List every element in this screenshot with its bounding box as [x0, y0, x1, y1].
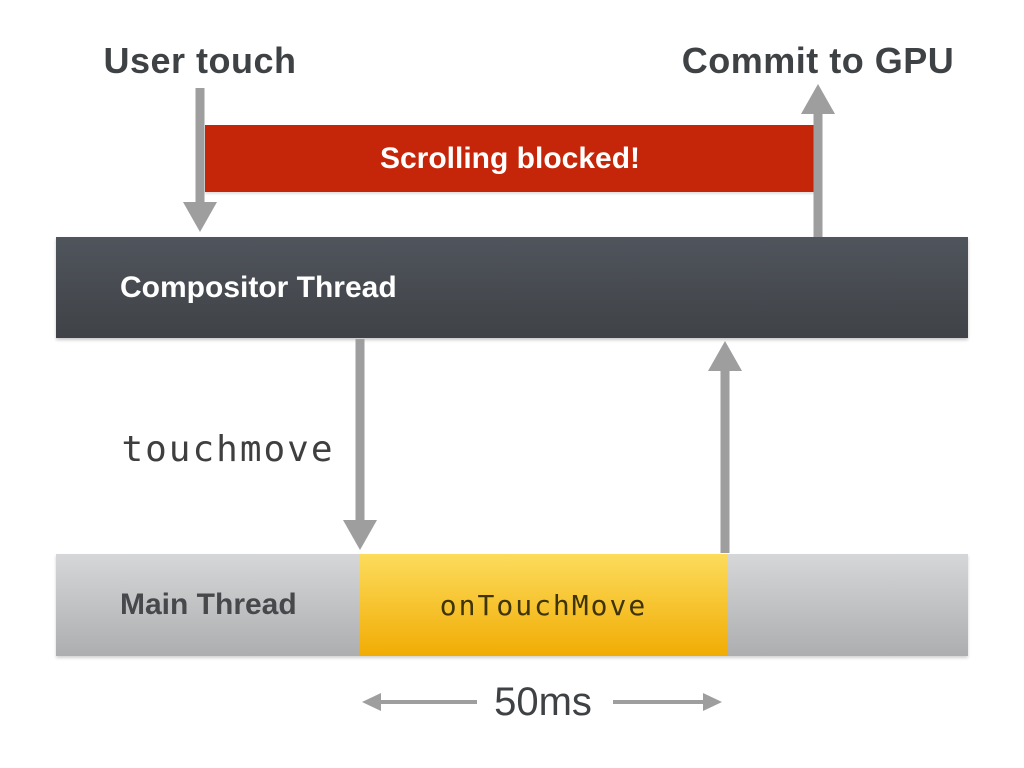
scrolling-blocked-text: Scrolling blocked!	[379, 141, 641, 175]
touchmove-event-label: touchmove	[121, 429, 335, 470]
compositor-thread-bar: Compositor Thread	[56, 237, 968, 338]
user-touch-label: User touch	[103, 40, 297, 81]
commit-to-gpu-label: Commit to GPU	[681, 40, 955, 81]
handler-return-up-arrow-icon	[708, 341, 742, 553]
scrolling-blocked-banner: Scrolling blocked!	[205, 125, 815, 192]
main-thread-label: Main Thread	[120, 588, 297, 621]
ontouchmove-handler-block: onTouchMove	[360, 554, 727, 656]
compositor-thread-label: Compositor Thread	[120, 270, 397, 304]
ontouchmove-handler-label: onTouchMove	[439, 588, 648, 622]
main-thread-bar: Main Thread onTouchMove	[56, 554, 968, 656]
duration-50ms-label: 50ms	[494, 680, 592, 724]
